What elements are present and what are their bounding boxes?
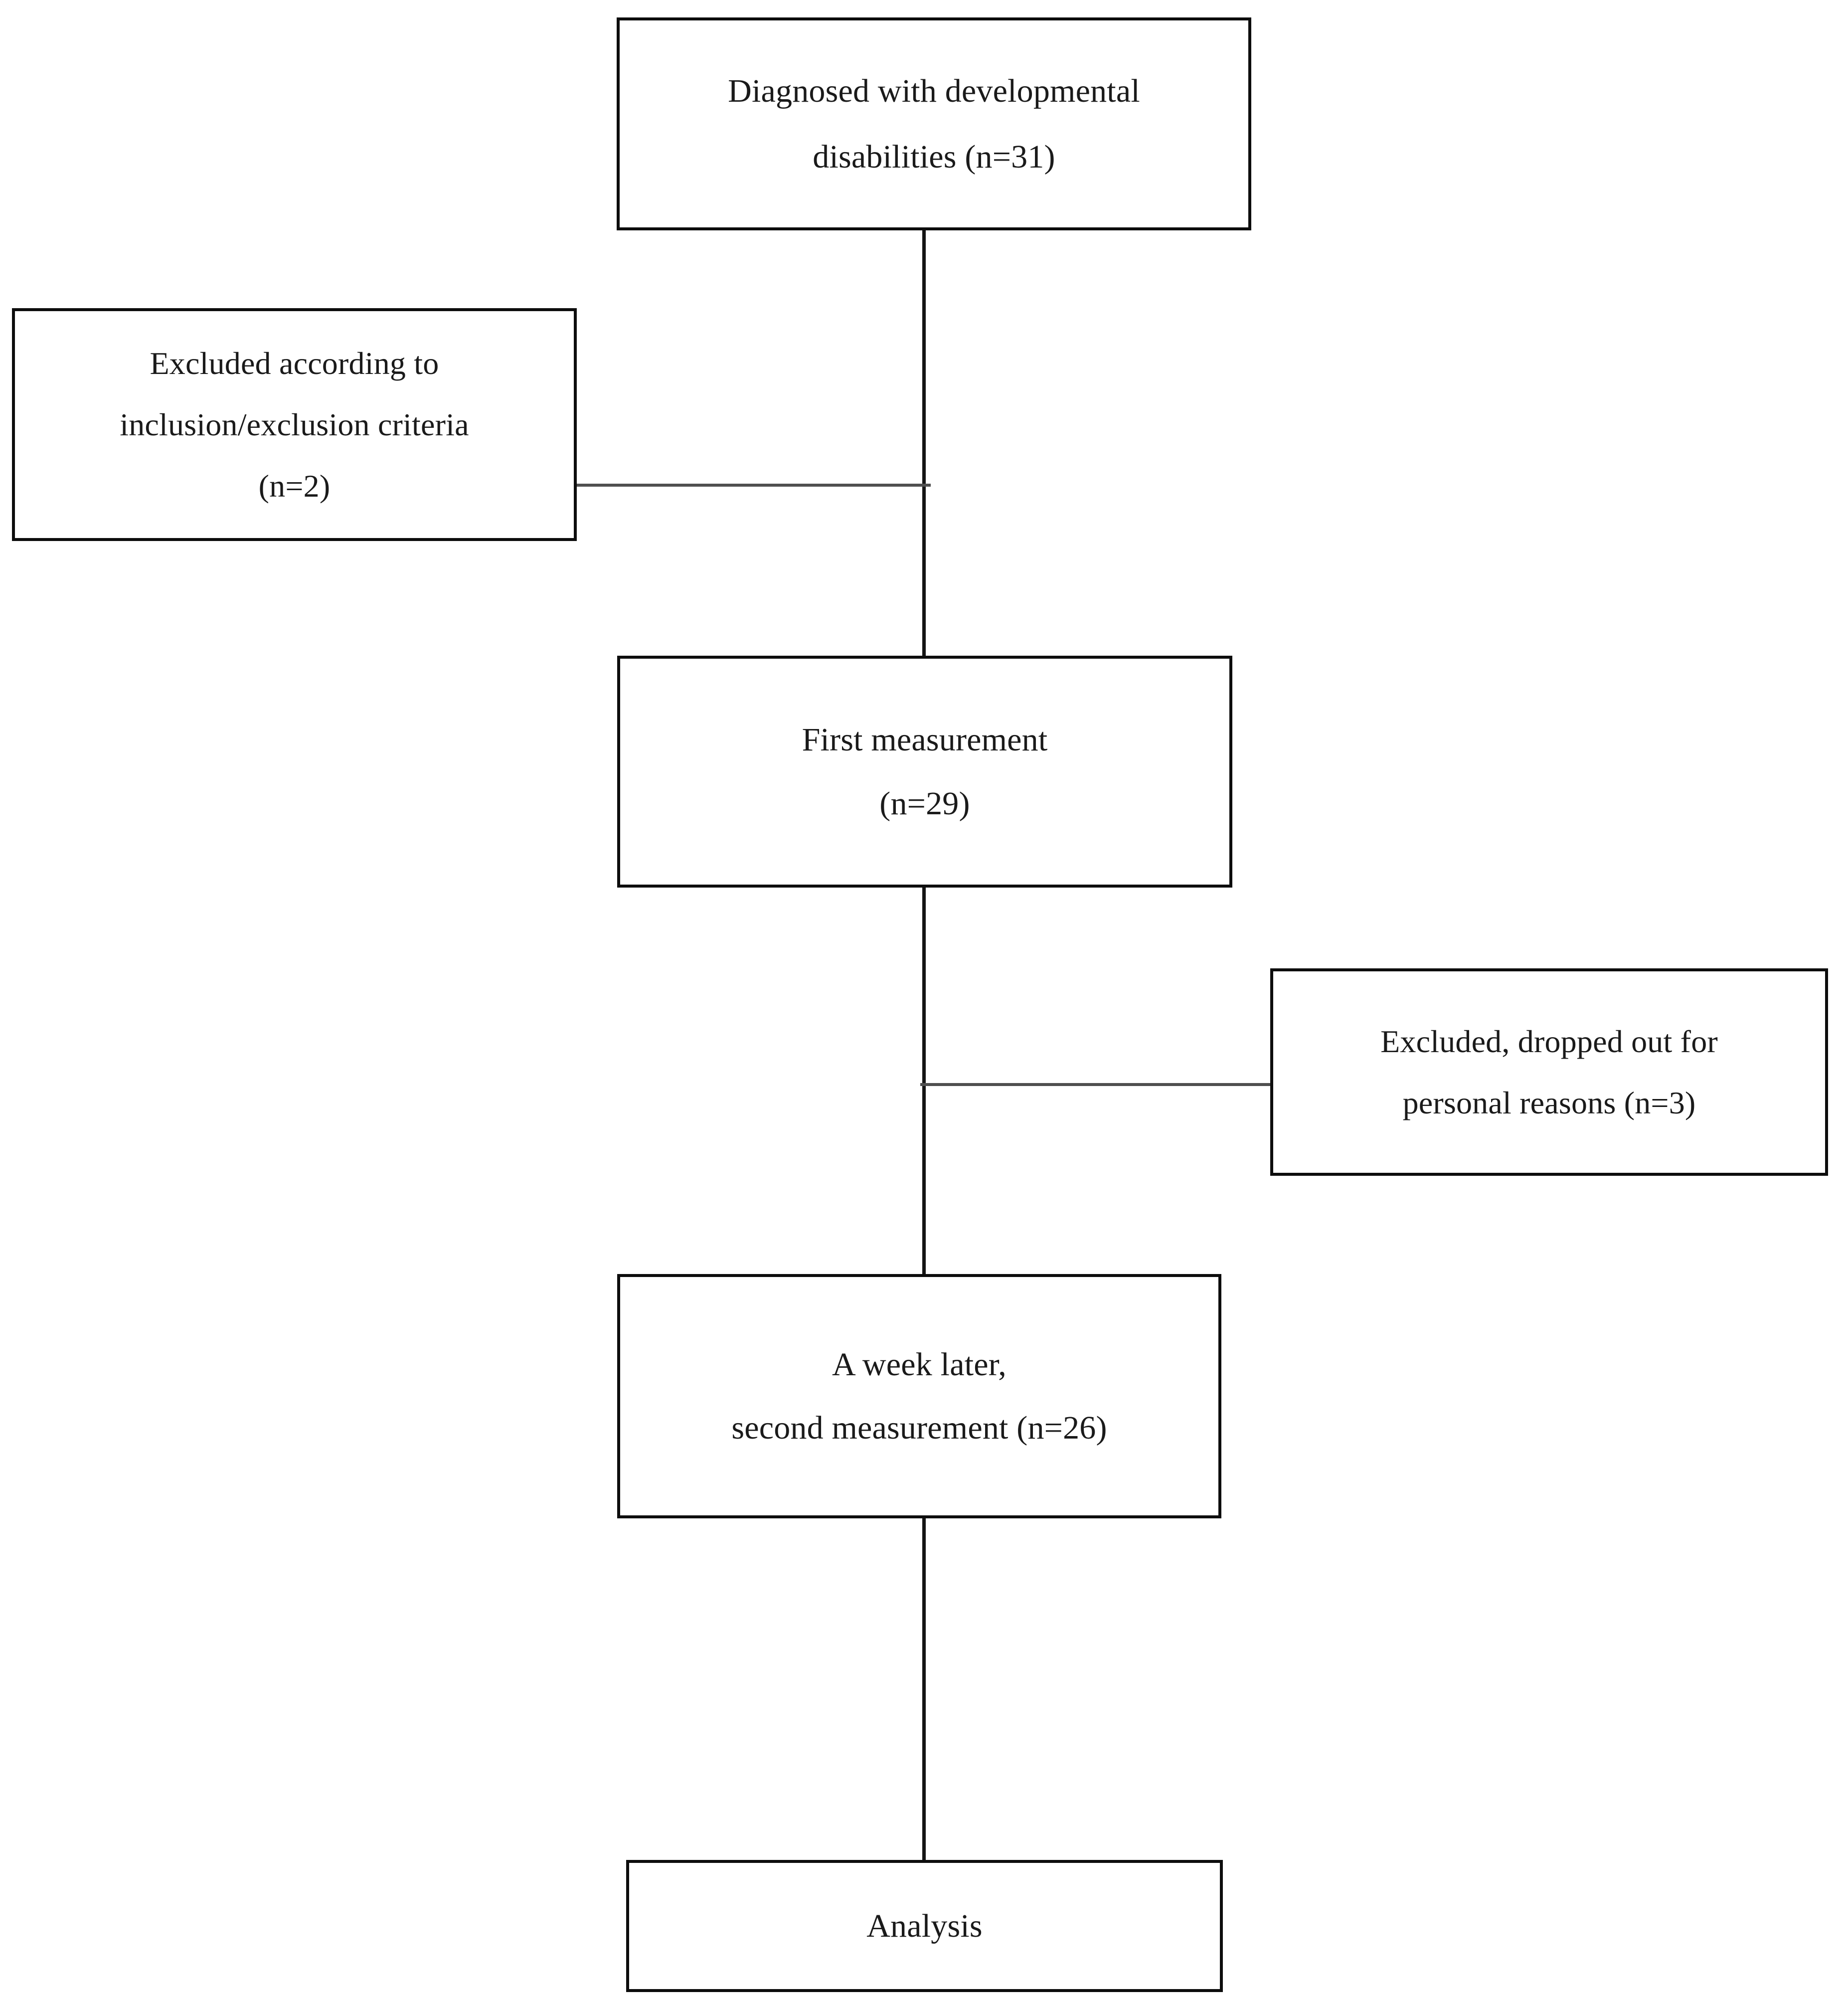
node-first-measurement-line-1: First measurement [802, 722, 1048, 758]
node-diagnosed-line-2: disabilities (n=31) [813, 138, 1055, 175]
node-excluded-dropout: Excluded, dropped out for personal reaso… [1270, 968, 1828, 1176]
node-first-measurement: First measurement (n=29) [617, 656, 1232, 888]
node-analysis: Analysis [626, 1860, 1223, 1992]
node-excluded-criteria: Excluded according to inclusion/exclusio… [12, 308, 577, 541]
connector-excluded-dropout [920, 1083, 1275, 1086]
connector-vertical-trunk [922, 227, 926, 1863]
node-first-measurement-line-2: (n=29) [879, 785, 970, 822]
node-second-measurement: A week later, second measurement (n=26) [617, 1274, 1221, 1518]
node-diagnosed-line-1: Diagnosed with developmental [728, 73, 1140, 110]
node-analysis-line-1: Analysis [866, 1907, 983, 1944]
node-second-measurement-line-1: A week later, [832, 1346, 1007, 1383]
node-excluded-dropout-line-2: personal reasons (n=3) [1402, 1085, 1696, 1120]
node-excluded-criteria-line-1: Excluded according to [150, 345, 439, 381]
connector-excluded-criteria [574, 484, 931, 487]
node-second-measurement-line-2: second measurement (n=26) [731, 1410, 1107, 1446]
node-excluded-dropout-line-1: Excluded, dropped out for [1380, 1023, 1718, 1059]
node-excluded-criteria-line-2: inclusion/exclusion criteria [120, 406, 469, 442]
node-diagnosed: Diagnosed with developmental disabilitie… [617, 17, 1251, 230]
node-excluded-criteria-line-3: (n=2) [258, 468, 331, 504]
